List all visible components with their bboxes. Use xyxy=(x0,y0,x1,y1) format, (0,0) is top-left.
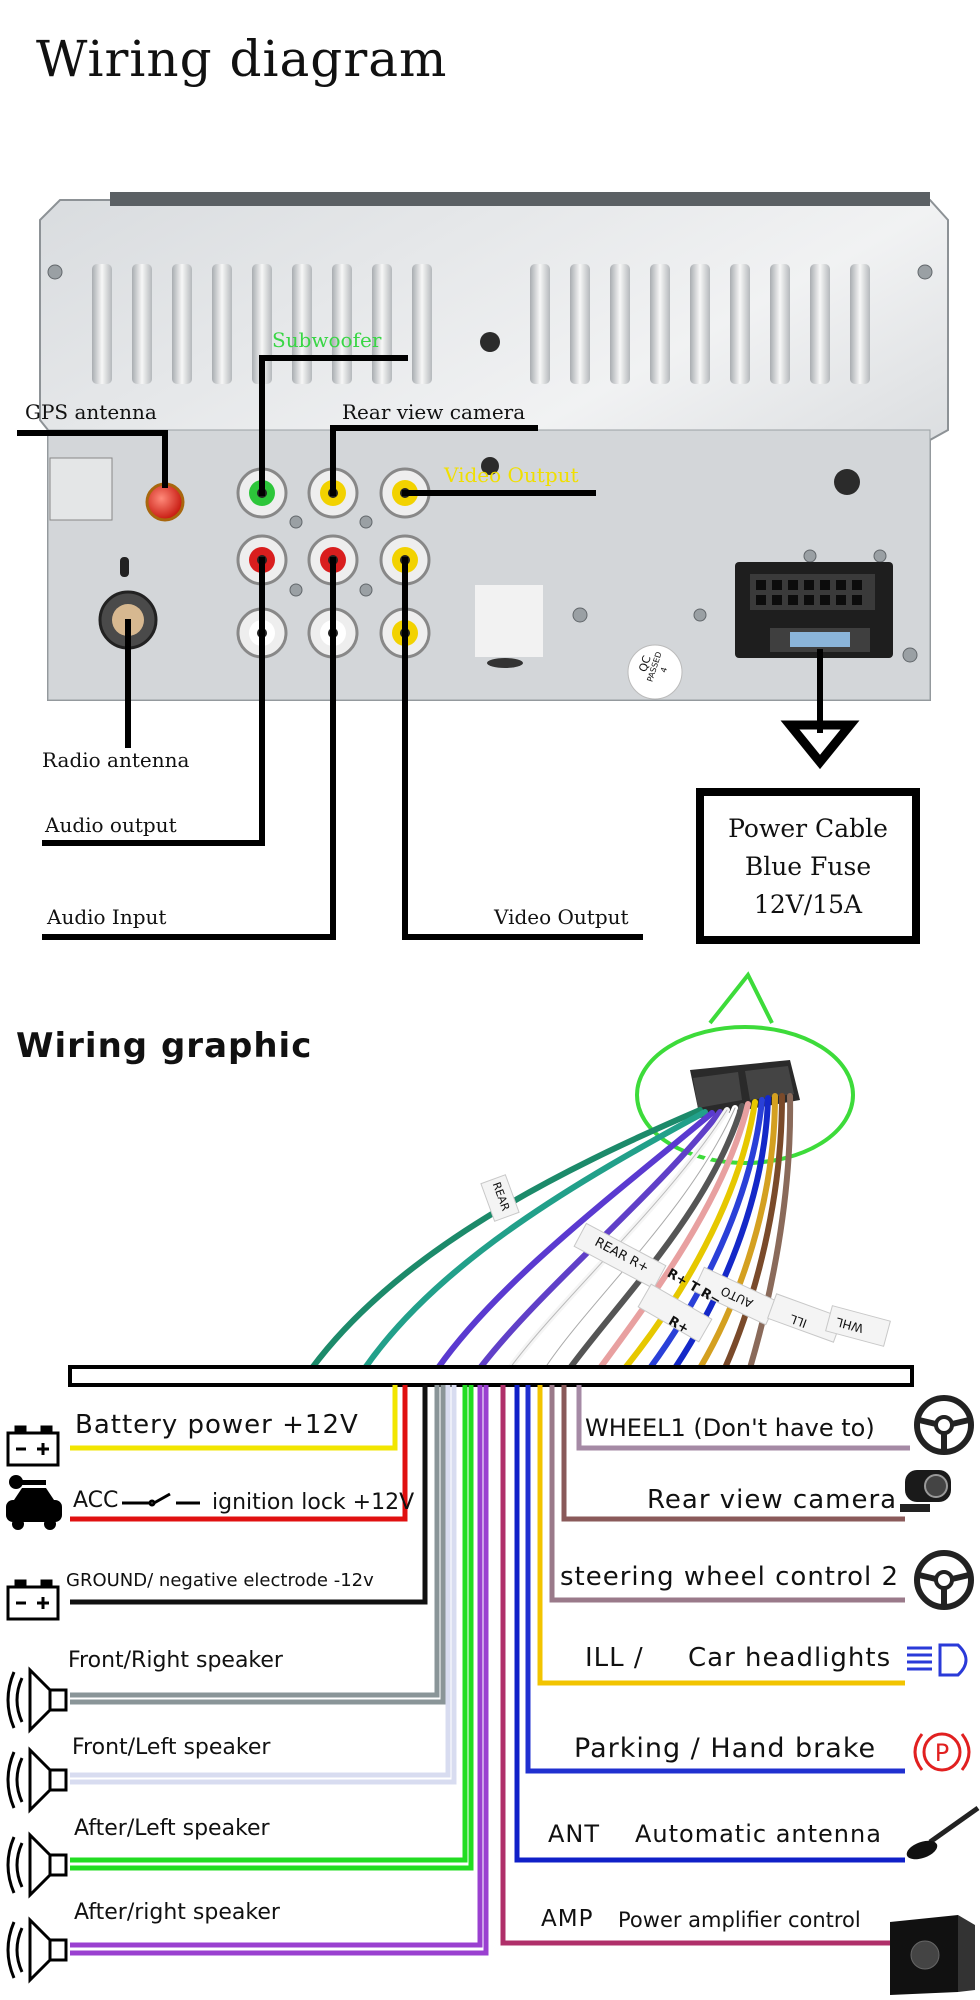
automatic-antenna-label: Automatic antenna xyxy=(635,1820,882,1848)
after-right-speaker-label: After/right speaker xyxy=(74,1900,280,1925)
radio-antenna-label: Radio antenna xyxy=(42,748,190,772)
parking-letter: P xyxy=(935,1739,949,1767)
wire-tags xyxy=(480,1174,891,1347)
qc-stamp xyxy=(627,644,683,700)
front-right-speaker-label: Front/Right speaker xyxy=(68,1648,283,1673)
subwoofer-box-icon xyxy=(890,1915,975,1995)
power-amplifier-control-label: Power amplifier control xyxy=(618,1908,861,1932)
left-wires xyxy=(70,1385,489,1956)
subwoofer-label: Subwoofer xyxy=(272,328,382,352)
section-subtitle: Wiring graphic xyxy=(16,1026,313,1066)
power-box-text: Power Cable Blue Fuse 12V/15A xyxy=(728,814,888,919)
ignition-lock-label: ignition lock +12V xyxy=(212,1490,415,1515)
after-left-speaker-label: After/Left speaker xyxy=(74,1816,270,1841)
headlight-icon xyxy=(907,1643,968,1677)
speaker-icon xyxy=(6,1746,68,1814)
speaker-icon xyxy=(6,1916,68,1984)
rear-view-camera-wire-label: Rear view camera xyxy=(647,1485,898,1515)
steering-wheel-control-label: steering wheel control 2 xyxy=(560,1562,900,1592)
audio-input-label: Audio Input xyxy=(47,905,167,929)
speaker-icon xyxy=(6,1831,68,1899)
battery-icon xyxy=(6,1425,60,1467)
audio-output-label: Audio output xyxy=(45,813,177,837)
steering-wheel-icon xyxy=(914,1395,974,1455)
ill-label: ILL / xyxy=(585,1643,644,1673)
video-output-top-label: Video Output xyxy=(444,463,579,487)
vent-slots xyxy=(92,264,870,384)
wire-harness xyxy=(309,1093,794,1371)
camera-icon xyxy=(900,1470,951,1512)
car-headlights-label: Car headlights xyxy=(688,1643,892,1673)
car-key-icon xyxy=(6,1475,62,1530)
connector-callout xyxy=(635,971,855,1165)
acc-switch-icon xyxy=(122,1492,200,1507)
page-title: Wiring diagram xyxy=(36,30,448,88)
ant-label: ANT xyxy=(548,1820,601,1848)
parking-icon: P xyxy=(913,1732,971,1772)
speaker-icon xyxy=(6,1666,68,1734)
antenna-icon xyxy=(906,1805,980,1860)
gps-antenna-label: GPS antenna xyxy=(25,400,157,424)
gps-connector xyxy=(145,482,185,522)
rear-view-camera-label: Rear view camera xyxy=(342,400,526,424)
battery-power-label: Battery power +12V xyxy=(75,1410,359,1440)
video-output-bottom-label: Video Output xyxy=(494,905,629,929)
ground-label: GROUND/ negative electrode -12v xyxy=(66,1570,374,1591)
down-arrow-icon xyxy=(780,720,860,770)
acc-label: ACC xyxy=(73,1488,119,1513)
parking-hand-brake-label: Parking / Hand brake xyxy=(574,1733,877,1764)
terminal-bar xyxy=(68,1365,914,1387)
battery-icon xyxy=(6,1579,60,1621)
power-connector xyxy=(735,562,893,658)
front-left-speaker-label: Front/Left speaker xyxy=(72,1735,271,1760)
steering-wheel-icon xyxy=(914,1550,974,1610)
wheel1-label: WHEEL1 (Don't have to) xyxy=(585,1414,875,1442)
amp-label: AMP xyxy=(541,1906,594,1932)
power-cable-box xyxy=(696,788,920,944)
right-wires xyxy=(500,1385,910,1946)
